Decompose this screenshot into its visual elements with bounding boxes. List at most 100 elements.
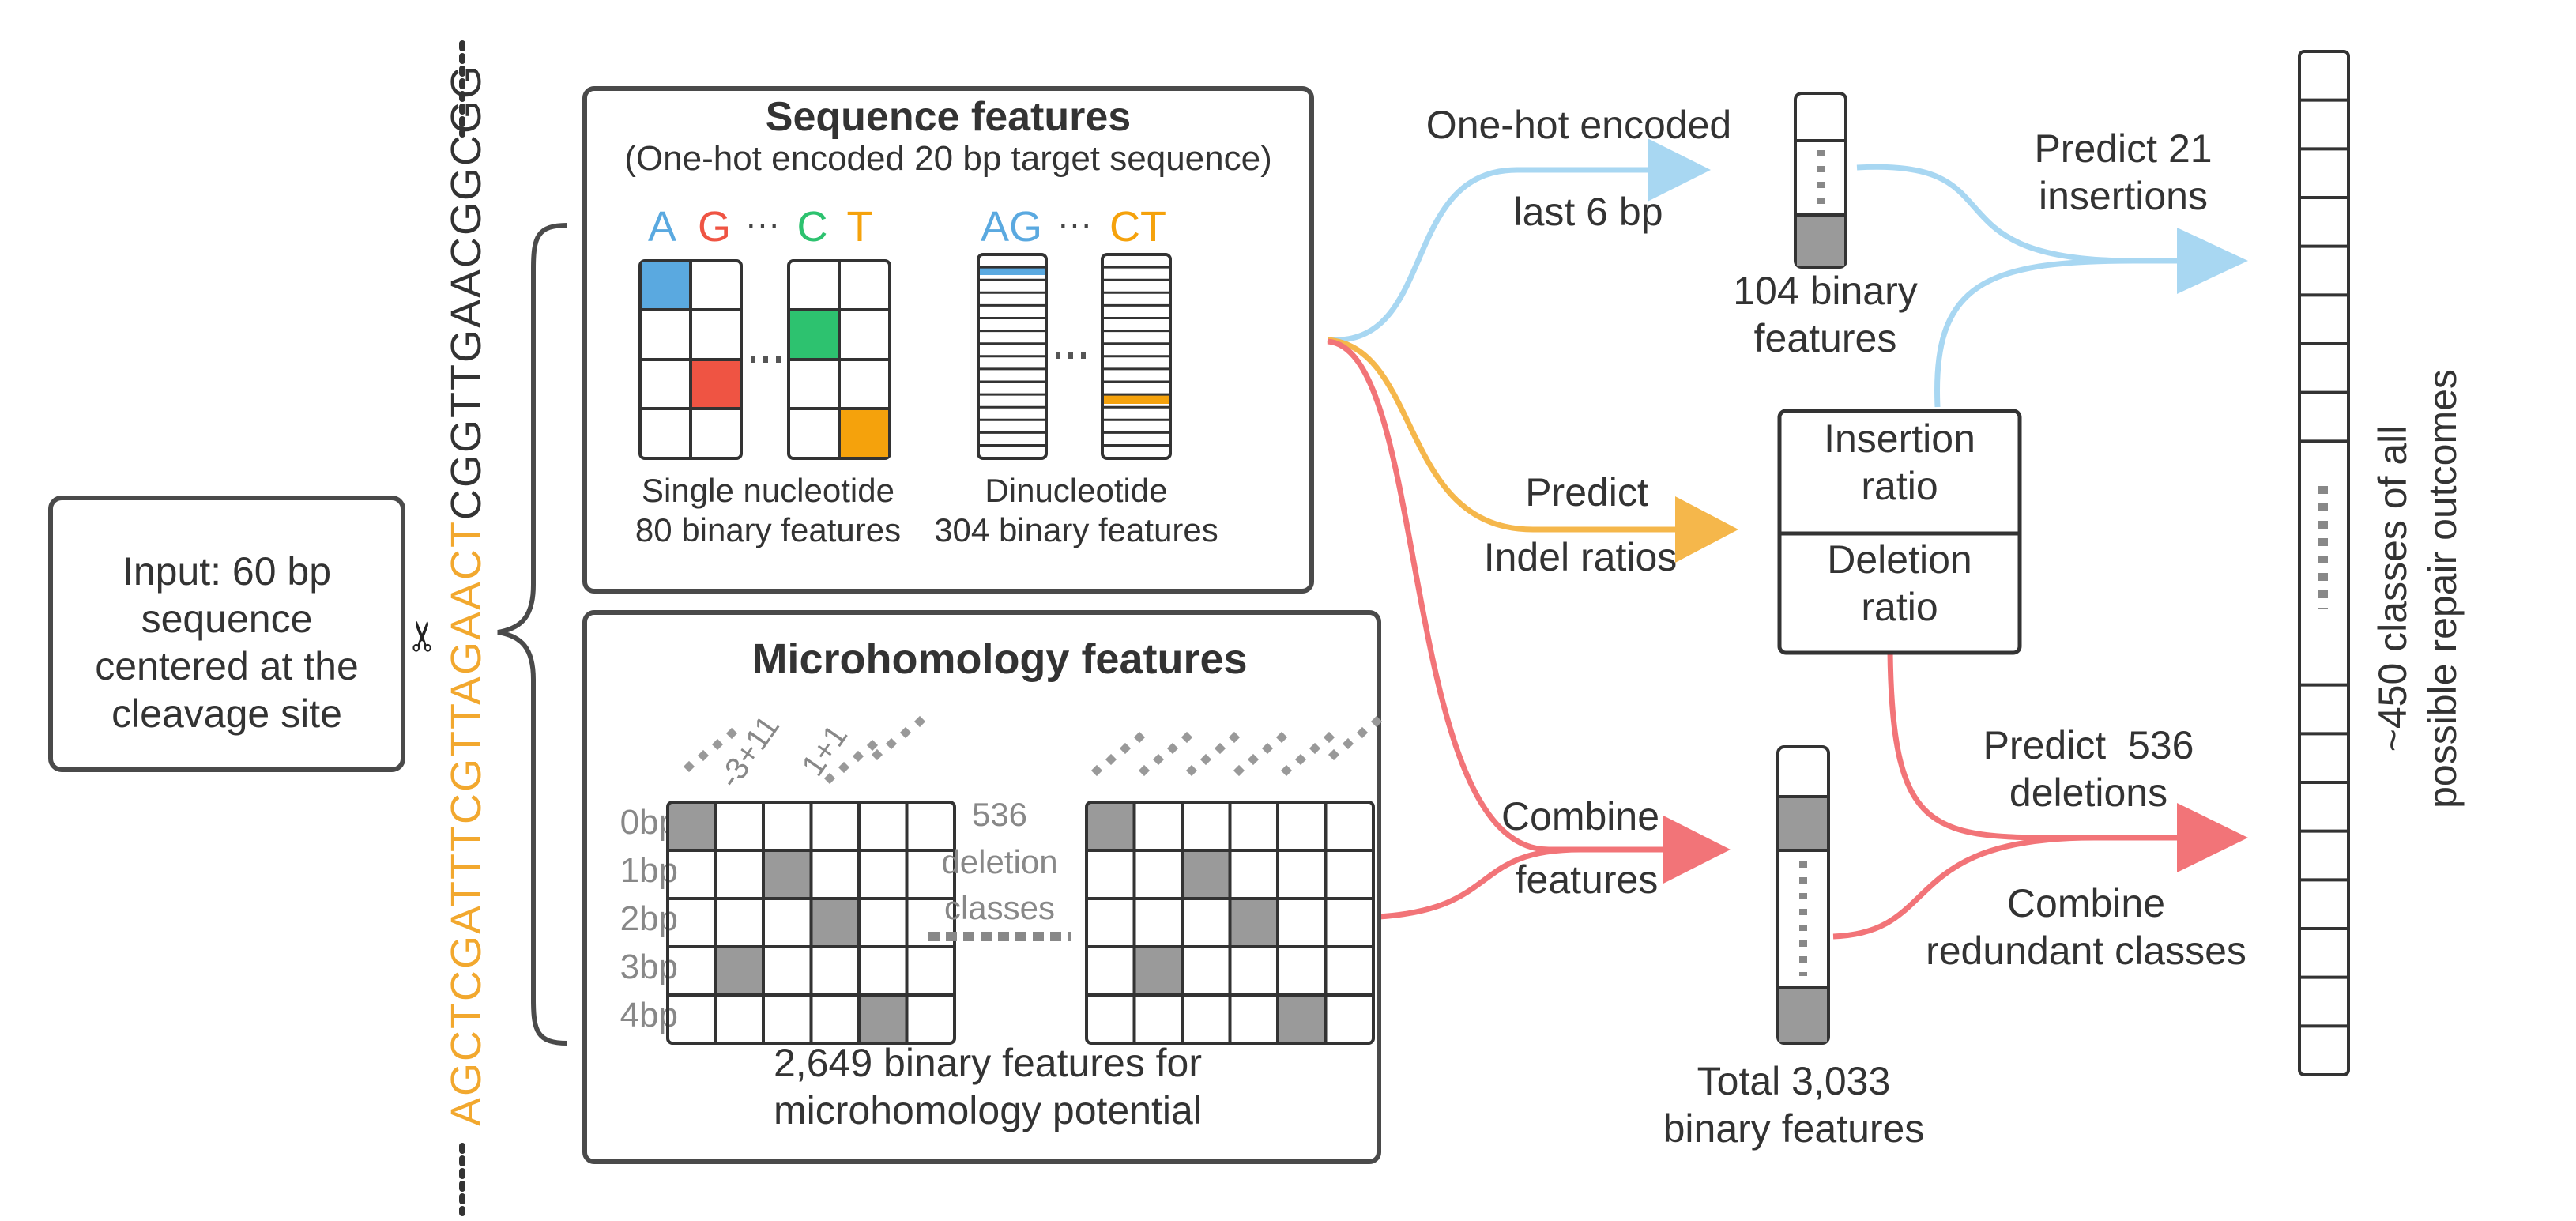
single-nuc-label-1: Single nucleotide — [642, 472, 894, 509]
mh-diag-dot — [1090, 764, 1103, 777]
mh-diag-dot — [1280, 764, 1293, 777]
mh-diag-dot — [1185, 764, 1198, 777]
flow-curve-combine-seq — [1327, 338, 1675, 853]
dinuc-label-2: 304 binary features — [934, 511, 1218, 548]
mh-diag-dot — [1323, 731, 1335, 744]
flow-curves — [1327, 164, 2205, 940]
total-features-label-1: Total 3,033 — [1697, 1059, 1891, 1103]
microhomology-box: Microhomology features -3+11 1+1 0bp 1bp… — [582, 610, 1383, 1164]
mh-filled-cell — [1230, 899, 1278, 947]
sequence-features-box: Sequence features (One-hot encoded 20 bp… — [582, 86, 1314, 594]
letter-g: G — [698, 203, 731, 251]
input-line-1: Input: 60 bp — [122, 549, 331, 594]
single-nuc-label-2: 80 binary features — [635, 511, 901, 548]
mh-diag-dot — [1133, 731, 1146, 744]
predict-insertions-label-2: insertions — [2039, 174, 2208, 218]
scissors-icon: ✂ — [401, 619, 446, 654]
flow-curve-combine-mh — [1378, 846, 1581, 920]
cell-t-orange — [839, 409, 888, 457]
sequence-features-title: Sequence features — [766, 94, 1131, 140]
combine-redundant-label-2: redundant classes — [1926, 929, 2246, 973]
mh-diag-dot — [1181, 731, 1193, 744]
mh-diag-dot — [683, 760, 695, 773]
dinuc-column-1 — [977, 253, 1048, 460]
flow-curve-ratio-to-ins — [1934, 258, 2134, 408]
seq-black: CGGTTGAACGGCGG — [443, 64, 490, 520]
binary-104-label-1: 104 binary — [1733, 269, 1918, 313]
cell-ct-orange — [1104, 395, 1169, 404]
mh-caption-1: 2,649 binary features for — [774, 1041, 1202, 1085]
letter-ct: CT — [1109, 203, 1166, 251]
insertion-ratio-label-2: ratio — [1861, 464, 1938, 508]
mh-middle-label-3: classes — [944, 889, 1055, 926]
mh-diagonal-dots-right — [1090, 715, 1383, 777]
mh-diag-dot — [1199, 753, 1212, 766]
arrowhead-onehot — [1648, 138, 1711, 202]
arrowhead-insertions — [2177, 228, 2248, 294]
cell-c-green — [790, 310, 839, 359]
insertion-ratio-label-1: Insertion — [1824, 416, 1975, 461]
onehot-label-1: One-hot encoded — [1426, 103, 1731, 147]
dinuc-column-2 — [1101, 253, 1172, 460]
mh-diag-dot — [1228, 731, 1241, 744]
seq-orange: AGCTCGATTTCGTTAGAACT — [443, 520, 490, 1126]
mh-filled-cell — [859, 995, 907, 1043]
mh-diag-dot — [1138, 764, 1151, 777]
input-box-frame — [48, 496, 405, 772]
predict-insertions-label-1: Predict 21 — [2034, 126, 2212, 171]
onehot-label-2: last 6 bp — [1513, 190, 1663, 234]
input-line-2: sequence — [141, 597, 313, 641]
single-nuc-matrix-1 — [638, 259, 743, 460]
sequence-features-frame — [582, 86, 1314, 594]
mh-diag-dot — [1275, 731, 1288, 744]
microhomology-title: Microhomology features — [751, 635, 1247, 683]
combine-features-label-2: features — [1516, 857, 1659, 902]
flow-curve-104-to-ins — [1856, 164, 2205, 264]
input-box: Input: 60 bp sequence centered at the cl… — [48, 496, 405, 772]
predict-indel-label-2: Indel ratios — [1484, 535, 1678, 579]
mh-diag-dot — [1152, 753, 1165, 766]
mh-filled-cell — [1134, 947, 1182, 995]
arrow-heads — [1648, 138, 2248, 884]
predict-deletions-label-2: deletions — [2009, 771, 2167, 815]
mh-diag-dot — [1342, 737, 1354, 750]
mh-filled-cell — [715, 947, 763, 995]
letter-ag: AG — [981, 203, 1042, 251]
input-line-3: centered at the — [95, 644, 359, 688]
mh-grid-right — [1085, 801, 1375, 1045]
letter-ellipsis-1: ··· — [745, 205, 780, 243]
letter-ellipsis-2: ··· — [1057, 205, 1092, 243]
cell-ag-blue — [980, 266, 1045, 275]
outcomes-label-1: ~450 classes of all — [2371, 426, 2415, 752]
curly-brace — [497, 223, 568, 1046]
predict-indel-label-1: Predict — [1525, 470, 1648, 514]
mh-diag-dot — [697, 749, 710, 762]
mh-diag-dot — [711, 738, 724, 751]
letter-t: T — [847, 203, 873, 251]
mh-diag-dot — [1370, 715, 1383, 728]
single-nuc-matrix-2 — [787, 259, 891, 460]
arrowhead-combine — [1663, 816, 1731, 884]
mh-diag-dot — [1119, 742, 1132, 755]
mh-diag-dot — [1309, 742, 1321, 755]
microhomology-frame — [582, 610, 1381, 1164]
mh-diag-dot — [913, 715, 926, 728]
arrowhead-deletions — [2177, 803, 2248, 872]
mh-caption-2: microhomology potential — [774, 1088, 1202, 1132]
letter-a: A — [648, 203, 676, 251]
sequence-vertical: AGCTCGATTTCGTTAGAACTCGGTTGAACGGCGG — [443, 40, 490, 1216]
binary-104-bar — [1794, 92, 1847, 269]
input-line-4: cleavage site — [111, 692, 342, 736]
total-features-bar — [1776, 745, 1830, 1045]
seq-text: AGCTCGATTTCGTTAGAACTCGGTTGAACGGCGG — [443, 64, 490, 1126]
mh-grid-left — [666, 801, 956, 1045]
mh-filled-cell — [668, 802, 716, 850]
mh-filled-cell — [1087, 802, 1135, 850]
letter-c: C — [797, 203, 828, 251]
mh-diag-dot — [899, 726, 912, 739]
flow-curve-indel — [1327, 337, 1683, 533]
mh-diag-dot — [852, 750, 864, 763]
mh-filled-cell — [1278, 995, 1326, 1043]
mh-middle-label-2: deletion — [941, 843, 1057, 880]
